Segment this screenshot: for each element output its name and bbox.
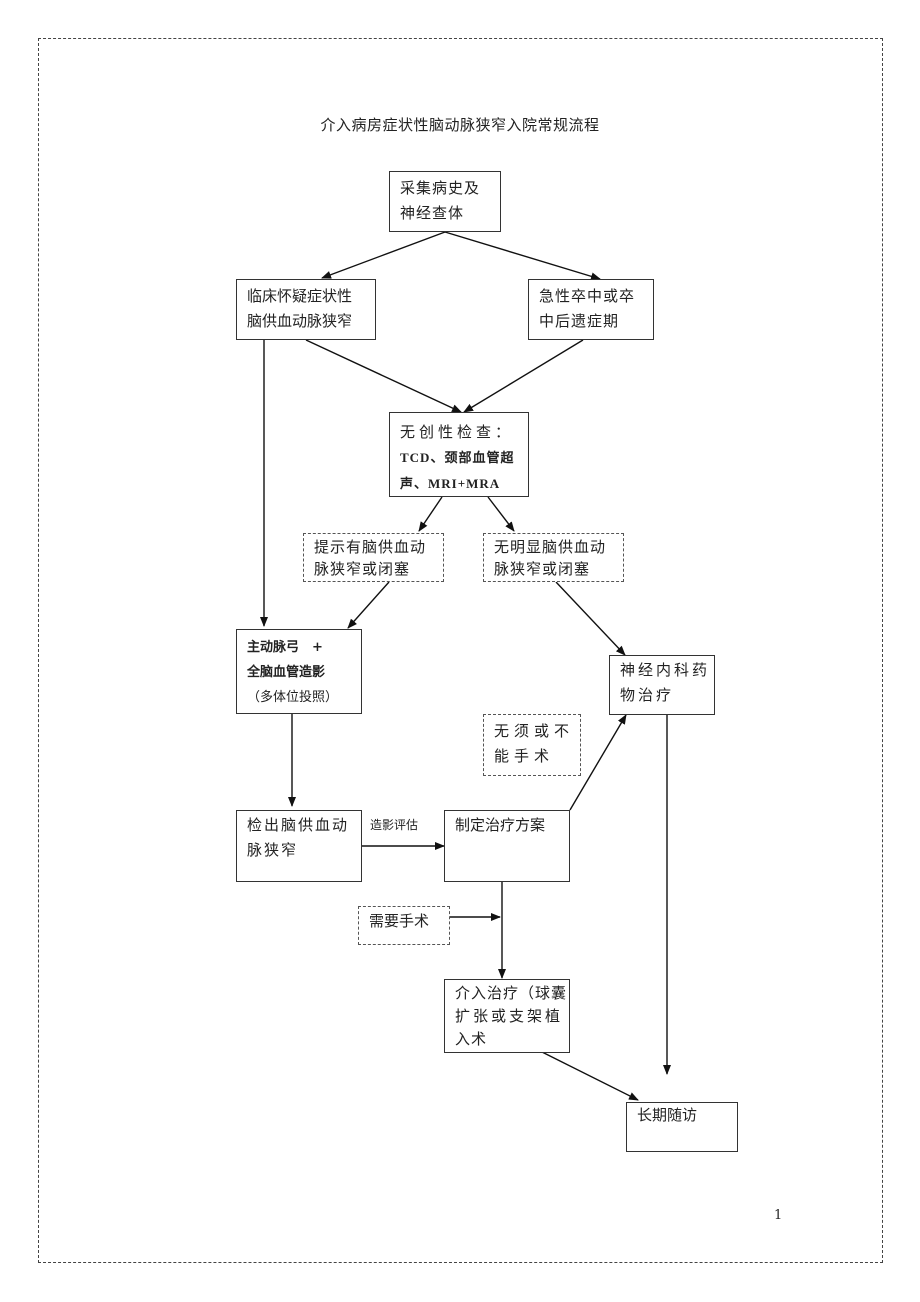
node-no-obvious-stenosis: 无明显脑供血动 脉狭窄或闭塞 [483, 533, 624, 582]
arrow-acute-to-noninvasive [463, 339, 584, 413]
node-text: 脉狭窄或闭塞 [314, 560, 411, 578]
node-text: 主动脉弓 + [247, 640, 323, 655]
node-text: 介入治疗（球囊 [455, 984, 568, 1002]
node-acute-stroke: 急性卒中或卒 中后遗症期 [528, 279, 654, 340]
node-angiography: 主动脉弓 + 全脑血管造影 （多体位投照） [236, 629, 362, 714]
node-text: 中后遗症期 [539, 312, 620, 330]
node-text: 脉狭窄或闭塞 [494, 560, 591, 578]
arrow-suggests-to-angiography [347, 581, 390, 629]
node-text: 急性卒中或卒 [539, 287, 636, 305]
node-text: 脉狭窄 [247, 841, 299, 859]
node-detected-stenosis: 检出脑供血动 脉狭窄 [236, 810, 362, 882]
node-no-surgery: 无须或不 能手术 [483, 714, 581, 776]
arrow-plan-to-medication [569, 714, 627, 811]
node-text: 需要手术 [369, 912, 430, 930]
arrow-interventional-to-followup [541, 1051, 639, 1101]
node-text: （多体位投照） [247, 690, 339, 705]
node-long-term-followup: 长期随访 [626, 1102, 738, 1152]
arrow-noobvious-to-medication [555, 581, 626, 656]
node-text: 制定治疗方案 [455, 816, 546, 834]
node-text: 全脑血管造影 [247, 665, 326, 680]
node-interventional: 介入治疗（球囊 扩张或支架植 入术 [444, 979, 570, 1053]
node-text: 长期随访 [637, 1106, 698, 1124]
arrow-noninvasive-to-suggests [418, 496, 443, 532]
node-noninvasive-exam: 无创性检查： TCD、颈部血管超 声、MRI+MRA [389, 412, 529, 497]
page-title: 介入病房症状性脑动脉狭窄入院常规流程 [320, 116, 600, 134]
node-text: 物治疗 [620, 686, 675, 704]
node-text: 神经查体 [400, 204, 465, 222]
node-text: 无创性检查： [400, 423, 515, 441]
node-text: 能手术 [494, 747, 555, 765]
page-number: 1 [774, 1208, 783, 1223]
node-text: 入术 [455, 1030, 488, 1048]
arrow-noninvasive-to-noobvious [487, 496, 515, 532]
node-suggests-stenosis: 提示有脑供血动 脉狭窄或闭塞 [303, 533, 444, 582]
node-text: 神经内科药 [620, 661, 711, 679]
node-text: 采集病史及 [400, 179, 481, 197]
node-text: 检出脑供血动 [247, 816, 350, 834]
node-clinical-suspect: 临床怀疑症状性 脑供血动脉狭窄 [236, 279, 376, 340]
node-neuro-medication: 神经内科药 物治疗 [609, 655, 715, 715]
page-border [38, 38, 883, 1263]
node-needs-surgery: 需要手术 [358, 906, 450, 945]
node-text: 临床怀疑症状性 [247, 287, 353, 305]
arrow-clinical-to-noninvasive [305, 339, 462, 413]
node-text: TCD、颈部血管超 [400, 450, 515, 465]
node-treatment-plan: 制定治疗方案 [444, 810, 570, 882]
arrow-history-to-clinical [321, 231, 446, 279]
node-text: 无明显脑供血动 [494, 538, 607, 556]
node-text: 声、MRI+MRA [400, 476, 501, 491]
node-text: 无须或不 [494, 722, 575, 740]
edge-label-angio-eval: 造影评估 [370, 818, 419, 832]
node-text: 脑供血动脉狭窄 [247, 312, 353, 330]
node-text: 扩张或支架植 [455, 1007, 564, 1025]
node-text: 提示有脑供血动 [314, 538, 427, 556]
arrow-history-to-acute [444, 231, 601, 281]
node-collect-history: 采集病史及 神经查体 [389, 171, 501, 232]
